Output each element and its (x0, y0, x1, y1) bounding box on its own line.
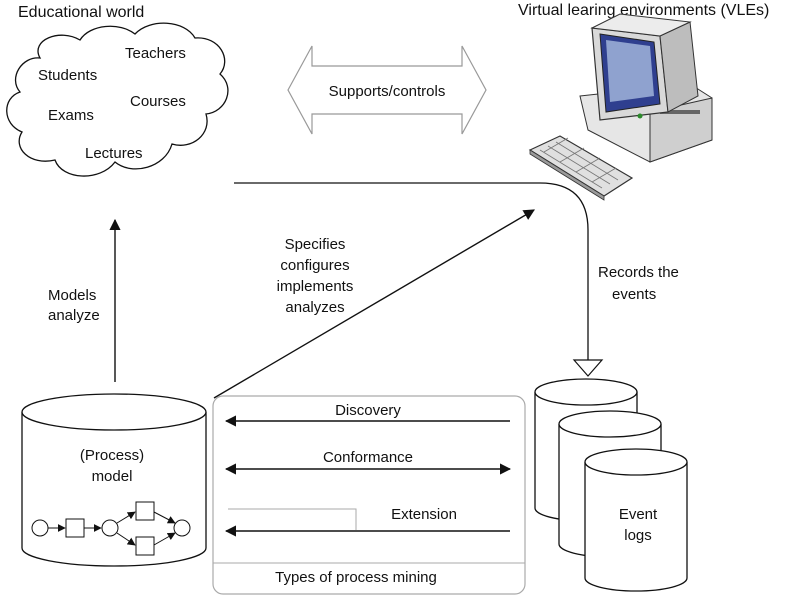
cloud-item-teachers: Teachers (125, 45, 186, 62)
specifies-arrow (213, 209, 535, 399)
process-model-label-line1: (Process) (80, 447, 144, 464)
extension-label: Extension (391, 506, 457, 523)
cloud-item-lectures: Lectures (85, 145, 143, 162)
specifies-label-line2: configures (280, 257, 349, 274)
event-log-cylinder-front (584, 448, 688, 592)
vle-title: Virtual learing environments (VLEs) (518, 2, 769, 19)
models-label-line1: Models (48, 287, 96, 304)
specifies-label-line3: implements (277, 278, 354, 295)
process-mining-box (212, 395, 526, 595)
process-model-label-line2: model (92, 468, 133, 485)
cloud-shape (6, 22, 229, 177)
computer-icon (528, 13, 713, 201)
extension-bracket (228, 508, 357, 530)
records-open-arrowhead (572, 359, 604, 377)
event-logs-label-line1: Event (619, 506, 658, 523)
specifies-label-line1: Specifies (285, 236, 346, 253)
specifies-label-line4: analyzes (285, 299, 344, 316)
process-mining-footer: Types of process mining (275, 569, 437, 586)
cloud-item-exams: Exams (48, 107, 94, 124)
petri-net-icon (31, 501, 191, 556)
records-label-line2: events (612, 286, 656, 303)
petri-net-arcs (48, 511, 176, 546)
supports-controls-label: Supports/controls (329, 83, 446, 100)
cloud-item-courses: Courses (130, 93, 186, 110)
conformance-label: Conformance (323, 449, 413, 466)
educational-world-title: Educational world (18, 4, 144, 21)
discovery-label: Discovery (335, 402, 401, 419)
cloud-item-students: Students (38, 67, 97, 84)
models-label-line2: analyze (48, 307, 100, 324)
records-events-line (234, 182, 589, 360)
records-label-line1: Records the (598, 264, 679, 281)
supports-double-arrow (287, 45, 487, 135)
event-logs-label-line2: logs (624, 527, 652, 544)
